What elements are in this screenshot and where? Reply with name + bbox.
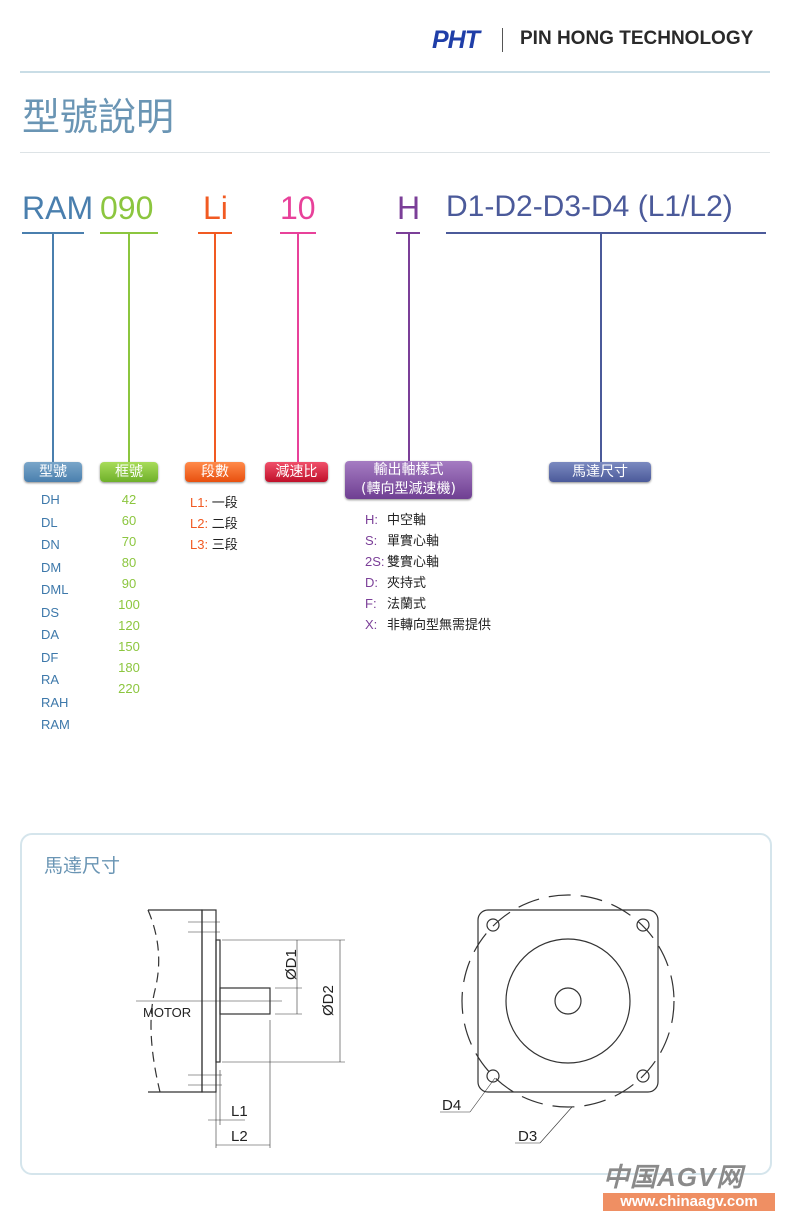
underline: [280, 232, 316, 234]
connector-line: [214, 234, 216, 462]
divider: [502, 28, 503, 52]
shaft-item: D: 夾持式: [365, 572, 491, 593]
shaft-item: S: 單實心軸: [365, 530, 491, 551]
stage-desc: 一段: [211, 495, 238, 510]
frame-item: 60: [121, 513, 137, 528]
motor-dimension-panel: [20, 833, 772, 1175]
code-model: RAM: [22, 190, 94, 226]
shaft-desc: 非轉向型無需提供: [387, 617, 492, 632]
divider: [20, 71, 770, 73]
frame-item: 80: [121, 555, 137, 570]
code-ratio: 10: [280, 190, 316, 226]
stage-item: L2: 二段: [190, 513, 238, 534]
page-title: 型號說明: [22, 95, 175, 139]
label-shaft-line2: (轉向型減速機): [361, 481, 456, 497]
company-name: PIN HONG TECHNOLOGY: [520, 28, 754, 49]
frame-item: 220: [118, 681, 140, 696]
shaft-item: 2S:雙實心軸: [365, 551, 491, 572]
underline: [22, 232, 84, 234]
shaft-code: X:: [365, 617, 378, 632]
model-item: DH: [41, 492, 60, 507]
panel-title: 馬達尺寸: [44, 855, 121, 877]
model-list: DH DL DN DM DML DS DA DF RA RAH RAM: [41, 492, 70, 740]
model-item: DL: [41, 514, 58, 530]
label-stage: 段數: [185, 462, 245, 482]
d4-label: D4: [442, 1097, 461, 1114]
shaft-item: X: 非轉向型無需提供: [365, 614, 491, 635]
label-motor-size: 馬達尺寸: [549, 462, 651, 482]
motor-label: MOTOR: [143, 1005, 191, 1020]
model-item: RAM: [41, 717, 70, 732]
stage-code: L3:: [190, 537, 209, 552]
model-item: RA: [41, 672, 60, 687]
stage-code: L1:: [190, 495, 209, 510]
connector-line: [52, 234, 54, 462]
stage-code: L2:: [190, 516, 209, 531]
code-shaft: H: [397, 190, 421, 226]
connector-line: [408, 234, 410, 462]
stage-item: L1: 一段: [190, 492, 238, 513]
stage-desc: 三段: [211, 537, 238, 552]
frame-list: 42 60 70 80 90 100 120 150 180 220: [110, 492, 148, 702]
front-view: [440, 894, 675, 1144]
model-item: DN: [41, 537, 60, 552]
model-item: DA: [41, 627, 60, 642]
underline: [100, 232, 158, 234]
label-shaft-line1: 輸出軸樣式: [373, 462, 444, 478]
frame-item: 42: [121, 492, 137, 507]
stage-desc: 二段: [211, 516, 238, 531]
shaft-desc: 夾持式: [387, 575, 427, 590]
connector-line: [128, 234, 130, 462]
code-stage: Li: [203, 190, 228, 226]
divider: [20, 152, 770, 153]
model-item: DF: [41, 649, 59, 665]
shaft-code: F:: [365, 596, 377, 611]
shaft-desc: 法蘭式: [387, 596, 427, 611]
code-motor-size: D1-D2-D3-D4 (L1/L2): [446, 190, 733, 223]
model-item: DM: [41, 559, 62, 575]
shaft-desc: 中空軸: [387, 512, 427, 527]
underline: [198, 232, 232, 234]
frame-item: 70: [121, 534, 137, 549]
label-frame: 框號: [100, 462, 158, 482]
shaft-desc: 雙實心軸: [387, 554, 440, 569]
shaft-code: D:: [365, 575, 378, 590]
d2-label: ØD2: [320, 985, 337, 1016]
frame-item: 120: [118, 618, 140, 633]
l2-label: L2: [231, 1128, 248, 1145]
d3-label: D3: [518, 1128, 537, 1145]
shaft-item: F: 法蘭式: [365, 593, 491, 614]
model-item: DS: [41, 604, 60, 620]
watermark-url: www.chinaagv.com: [603, 1193, 775, 1211]
pht-logo: PHT: [432, 26, 480, 54]
watermark-logo: 中国AGV网: [603, 1162, 744, 1192]
frame-item: 150: [118, 639, 140, 654]
connector-line: [600, 234, 602, 462]
code-frame: 090: [100, 190, 154, 226]
label-model: 型號: [24, 462, 82, 482]
label-shaft: 輸出軸樣式 (轉向型減速機): [345, 461, 472, 499]
shaft-item: H: 中空軸: [365, 509, 491, 530]
underline: [446, 232, 766, 234]
underline: [396, 232, 420, 234]
frame-item: 180: [118, 660, 140, 675]
label-ratio: 減速比: [265, 462, 328, 482]
shaft-code: S:: [365, 533, 378, 548]
frame-item: 100: [118, 597, 140, 612]
stage-item: L3: 三段: [190, 534, 238, 555]
model-item: DML: [41, 582, 69, 597]
connector-line: [297, 234, 299, 462]
d1-label: ØD1: [283, 949, 300, 980]
l1-label: L1: [231, 1103, 248, 1120]
side-view: [136, 909, 345, 1148]
model-item: RAH: [41, 694, 69, 710]
shaft-code: 2S:: [365, 554, 385, 569]
shaft-desc: 單實心軸: [387, 533, 440, 548]
shaft-code: H:: [365, 512, 378, 527]
frame-item: 90: [121, 576, 137, 591]
